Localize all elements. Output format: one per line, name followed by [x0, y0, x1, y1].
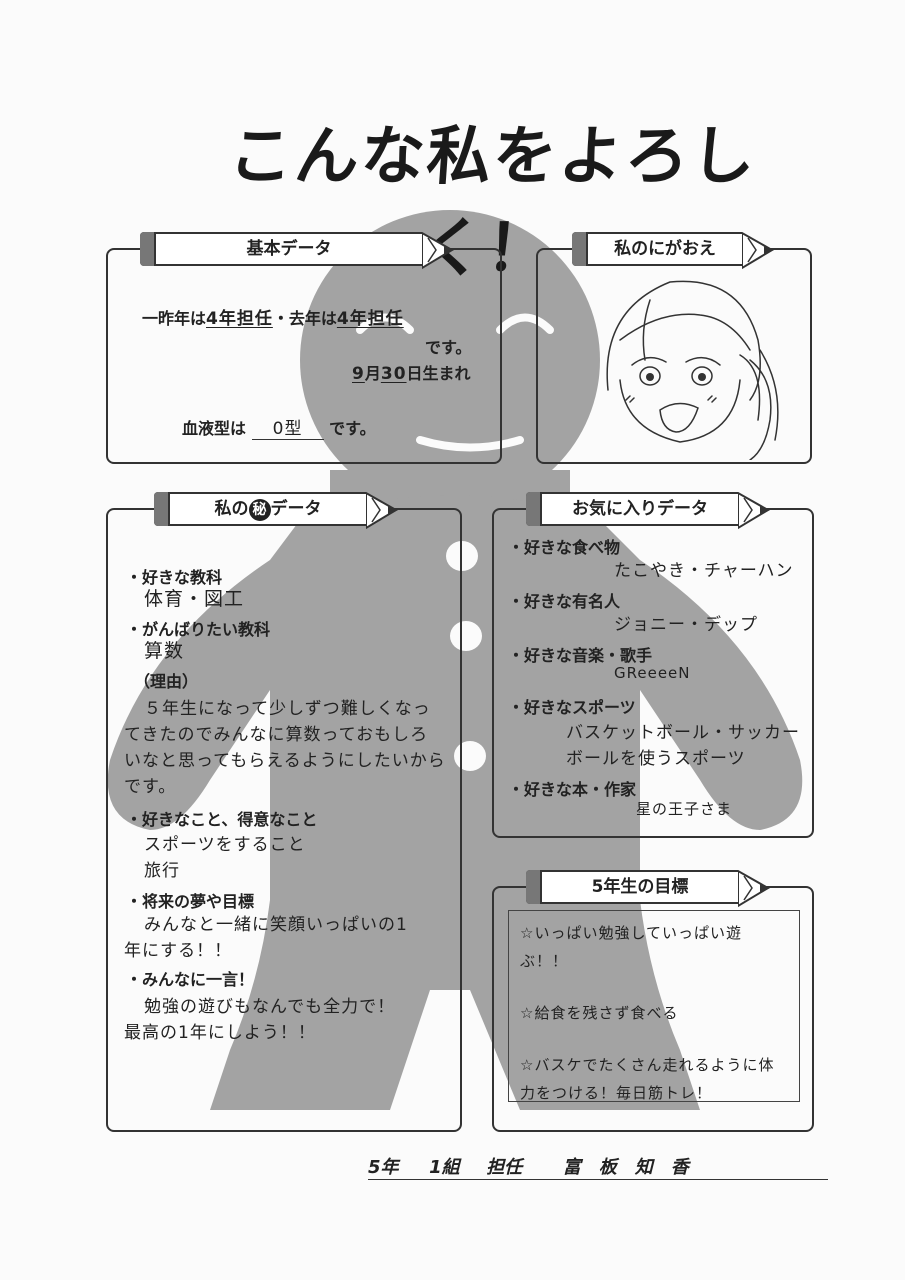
prev2-label: 一昨年は — [142, 309, 207, 328]
secret-line: 算数 — [144, 640, 185, 662]
birth-month: 9 — [352, 364, 365, 384]
birth-suffix: 日生まれ — [406, 364, 471, 383]
secret-line: 勉強の遊びもなんでも全力で！ — [144, 997, 396, 1017]
birthday-line: 9月30日生まれ — [352, 360, 471, 384]
blood-type-line: 血液型は 0型 です。 — [182, 414, 376, 440]
favorites-tab: お気に入りデータ — [526, 492, 778, 530]
goal-line: ☆給食を残さず食べる — [520, 1004, 679, 1022]
secret-line: 体育・図工 — [144, 588, 245, 610]
secret-line: ・好きな教科 — [126, 568, 223, 587]
blood-type-label: 血液型は — [182, 419, 247, 438]
favorites-line: ・好きな音楽・歌手 — [508, 646, 653, 665]
secret-line: です。 — [124, 777, 177, 797]
secret-mark-icon: 秘 — [248, 499, 271, 521]
goals-header: 5年生の目標 — [591, 877, 689, 897]
footer-class: 1組 — [429, 1157, 460, 1178]
favorites-line: ・好きな本・作家 — [508, 780, 637, 799]
prev1-value: 4年担任 — [336, 309, 404, 329]
goal-line: ☆バスケでたくさん走れるように体 — [520, 1056, 775, 1074]
secret-header-post: データ — [270, 499, 322, 519]
portrait-tab: 私のにがおえ — [572, 232, 782, 270]
favorites-line: 星の王子さま — [636, 800, 733, 818]
footer-name: 富 板 知 香 — [562, 1157, 689, 1178]
birth-month-unit: 月 — [364, 364, 381, 383]
goal-line: 力をつける！毎日筋トレ！ — [520, 1084, 713, 1102]
secret-line: ５年生になって少しずつ難しくなっ — [144, 699, 431, 719]
favorites-line: ・好きな食べ物 — [508, 538, 621, 557]
secret-line: 年にする！！ — [124, 941, 233, 961]
goals-inner-frame — [508, 910, 800, 1102]
favorites-line: ジョニー・デップ — [614, 615, 758, 635]
secret-line: てきたのでみんなに算数っておもしろ — [124, 725, 429, 745]
footer-grade: 5年 — [368, 1157, 399, 1178]
secret-line: スポーツをすること — [144, 835, 306, 855]
secret-line: ・がんばりたい教科 — [126, 620, 271, 639]
favorites-line: バスケットボール・サッカー — [566, 723, 800, 743]
separator: ・ — [272, 309, 289, 328]
blood-type-suffix: です。 — [329, 419, 376, 438]
secret-header-pre: 私の — [214, 499, 249, 519]
secret-data-header: 私の秘データ — [174, 492, 362, 526]
secret-line: ・将来の夢や目標 — [126, 892, 255, 911]
goal-line: ☆いっぱい勉強していっぱい遊 — [520, 924, 742, 942]
footer-role: 担任 — [486, 1157, 523, 1178]
secret-line: 旅行 — [144, 861, 180, 881]
favorites-line: ・好きなスポーツ — [508, 698, 636, 717]
favorites-line: ボールを使うスポーツ — [566, 749, 746, 769]
favorites-line: GReeeeN — [614, 664, 691, 682]
teacher-footer: 5年 1組 担任 富 板 知 香 — [368, 1153, 828, 1180]
portrait-header: 私のにがおえ — [614, 239, 716, 259]
favorites-header: お気に入りデータ — [572, 499, 708, 519]
secret-line: ・みんなに一言！ — [126, 970, 255, 989]
secret-line: （理由） — [134, 672, 199, 691]
favorites-line: ・好きな有名人 — [508, 592, 621, 611]
secret-line: 最高の1年にしよう！！ — [124, 1023, 316, 1043]
prev1-label: 去年は — [288, 309, 337, 328]
basic-data-tab: 基本データ — [140, 232, 462, 270]
portrait-drawing — [606, 280, 779, 460]
blood-type-value: 0型 — [251, 414, 324, 440]
secret-data-tab: 私の秘データ — [154, 492, 406, 530]
favorites-line: たこやき・チャーハン — [614, 561, 794, 581]
secret-line: ・好きなこと、得意なこと — [126, 810, 318, 829]
prev2-value: 4年担任 — [206, 309, 273, 329]
basic-data-header: 基本データ — [246, 239, 332, 259]
previous-years-line: 一昨年は4年担任・去年は4年担任 — [142, 304, 404, 329]
secret-line: いなと思ってもらえるようにしたいから — [124, 751, 446, 771]
goal-line: ぶ！！ — [520, 952, 569, 970]
previous-years-desu: です。 — [425, 338, 472, 357]
birth-day: 30 — [380, 364, 407, 384]
secret-line: みんなと一緒に笑顔いっぱいの1 — [144, 915, 408, 935]
goals-tab: 5年生の目標 — [526, 870, 778, 908]
